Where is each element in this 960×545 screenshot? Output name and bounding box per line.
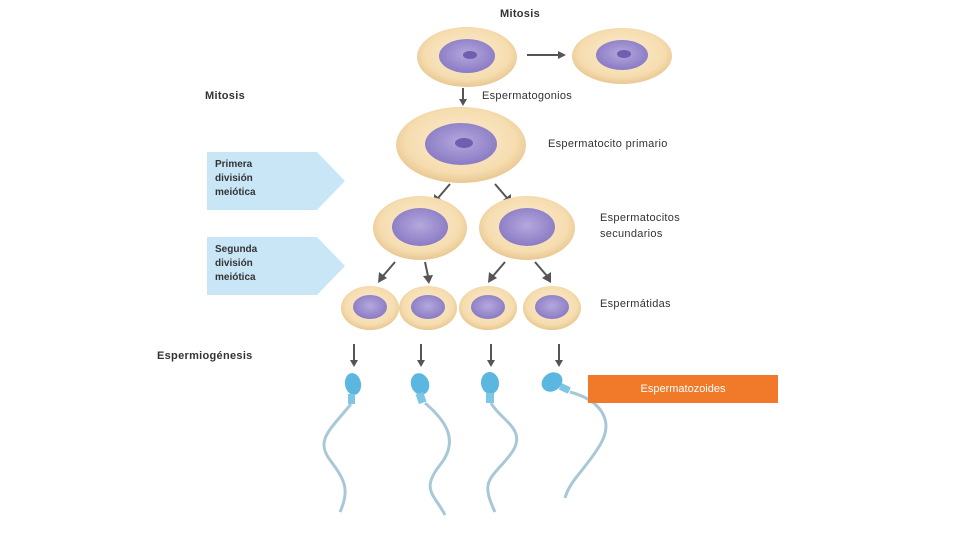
first-meiotic-division-box: Primera división meiótica [207,152,347,210]
spermatogonium-daughter-cell [572,28,672,84]
spermiogenesis-label: Espermiogénesis [157,350,253,362]
arrows-to-sperm [350,344,563,367]
arrows-to-spermatids [378,261,551,284]
spermatid-cell [399,286,457,330]
sperm-cell [322,373,362,513]
sperm-cell [480,372,519,513]
mitosis-arrow [527,51,566,59]
arrows-to-secondary [434,183,511,204]
second-meiotic-division-box: Segunda división meiótica [207,237,347,295]
secondary-spermatocyte-label-1: Espermatocitos [600,212,681,224]
box-arrow-shape [207,237,345,295]
secondary-spermatocyte-cell [479,196,575,260]
mitosis-top-label: Mitosis [500,8,540,20]
mitosis-left-label: Mitosis [205,90,245,102]
second-meiotic-division-label: Segunda división meiótica [215,244,258,283]
secondary-spermatocyte-label-2: secundarios [600,228,663,240]
spermatozoa-highlight-label: Espermatozoides [588,375,778,403]
spermatid-cell [341,286,399,330]
primary-spermatocyte-cell [396,107,526,183]
primary-spermatocyte-label: Espermatocito primario [548,138,668,150]
sperm-cell [410,373,451,516]
secondary-spermatocyte-cell [373,196,467,260]
arrow-to-primary [459,88,467,106]
spermatids-label: Espermátidas [600,298,671,310]
box-arrow-shape [207,152,345,210]
spermatogonia-label: Espermatogonios [482,90,573,102]
spermatogonium-cell [417,27,517,87]
first-meiotic-division-label: Primera división meiótica [215,159,256,198]
spermatid-cell [523,286,581,330]
spermatid-cell [459,286,517,330]
